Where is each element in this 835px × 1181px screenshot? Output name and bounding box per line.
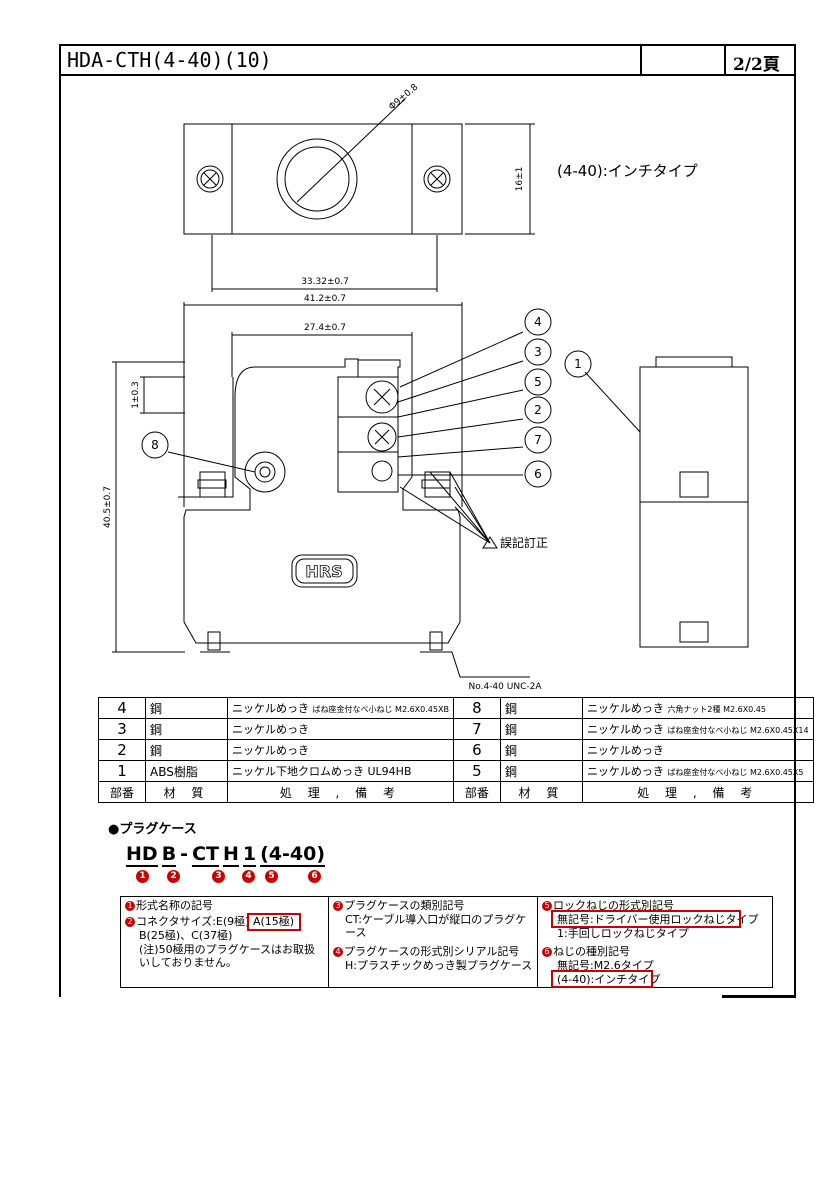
table-header-row: 部番材 質処 理 , 備 考 部番材 質処 理 , 備 考 <box>98 781 814 803</box>
title-divider <box>724 46 726 76</box>
title-divider <box>640 46 642 76</box>
callout-label: 7 <box>534 433 542 447</box>
dim-41-2: 41.2±0.7 <box>304 294 346 304</box>
screw-6 <box>371 460 393 482</box>
marker: 3 <box>212 870 225 883</box>
cable-entry-inner <box>284 146 350 212</box>
callout-label: 6 <box>534 467 542 481</box>
callout-label: 5 <box>534 375 542 389</box>
dim-27-4: 27.4±0.7 <box>304 323 346 333</box>
correction-note: 誤記訂正 <box>500 535 548 550</box>
marker: 2 <box>167 870 180 883</box>
marker: 1 <box>136 870 149 883</box>
dim-1: 1±0.3 <box>131 381 141 409</box>
marker: 5 <box>265 870 278 883</box>
frame-bottom-mark <box>722 995 796 998</box>
screw-left <box>196 165 224 193</box>
callout-label: 2 <box>534 403 542 417</box>
screw-right <box>423 165 451 193</box>
callout-label: 4 <box>534 315 542 329</box>
plug-case-title: ●プラグケース <box>108 822 197 837</box>
callout-label: 1 <box>574 357 582 371</box>
thread-note: No.4-40 UNC-2A <box>469 682 543 692</box>
top-view-body <box>231 123 413 235</box>
document-title: HDA-CTH(4-40)(10) <box>67 48 272 72</box>
inch-type-label: (4-40):インチタイプ <box>557 162 698 180</box>
screw-2 <box>367 422 397 452</box>
top-view-outline <box>183 123 463 235</box>
marker: 4 <box>242 870 255 883</box>
callout-label: 8 <box>151 438 159 452</box>
side-view-outline <box>639 366 749 648</box>
hrs-logo: HRS <box>305 562 342 581</box>
technical-drawing: Φ9±0.8 16±1 33.32±0.7 41.2±0.7 27.4±0.7 … <box>103 82 749 692</box>
dim-33-32: 33.32±0.7 <box>301 277 349 287</box>
dim-diameter: Φ9±0.8 <box>387 82 420 112</box>
marker: 6 <box>308 870 321 883</box>
title-bar: HDA-CTH(4-40)(10) 2/2頁 <box>59 44 796 76</box>
callout-label: 3 <box>534 345 542 359</box>
dim-40-5: 40.5±0.7 <box>103 486 113 528</box>
hex-nut-8 <box>244 451 286 493</box>
screw-4 <box>365 380 399 414</box>
dim-height-16: 16±1 <box>515 167 525 192</box>
page-number: 2/2頁 <box>733 55 780 75</box>
cable-entry-outer <box>276 138 358 220</box>
